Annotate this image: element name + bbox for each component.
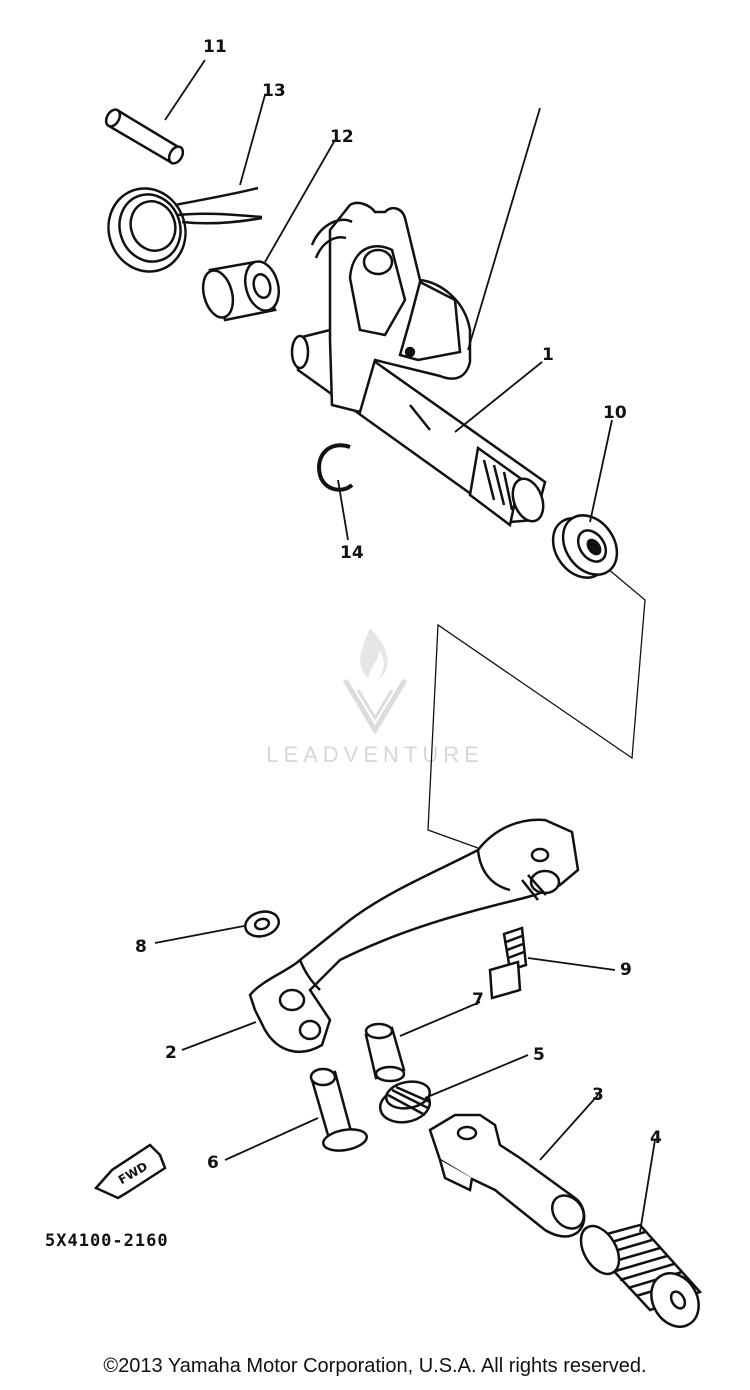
callout-3: 3 (592, 1085, 604, 1105)
part-8-washer (244, 910, 280, 938)
callout-1: 1 (542, 345, 554, 365)
callout-labels: 11 13 12 1 10 14 8 9 7 2 5 3 4 6 (135, 37, 662, 1173)
watermark-text: LEADVENTURE (266, 742, 484, 767)
watermark-logo-icon (342, 628, 408, 735)
part-1-shift-shaft (290, 201, 547, 528)
part-13-spring (107, 186, 263, 273)
part-12-collar (201, 260, 281, 322)
callout-8: 8 (135, 937, 147, 957)
diagram-part-number: 5X4100-2160 (45, 1231, 169, 1251)
callout-5: 5 (533, 1045, 545, 1065)
callout-7: 7 (472, 990, 484, 1010)
callout-9: 9 (620, 960, 632, 980)
callout-2: 2 (165, 1043, 177, 1063)
part-4-rubber-peg (579, 1223, 703, 1328)
callout-6: 6 (207, 1153, 219, 1173)
forward-direction-arrow-icon: FWD (93, 1143, 167, 1200)
callout-10: 10 (603, 403, 627, 423)
part-9-bolt (488, 926, 528, 1000)
watermark: LEADVENTURE (266, 628, 484, 767)
part-7-collar (364, 1022, 406, 1083)
guide-lines (427, 567, 646, 849)
leader-lines (154, 59, 656, 1233)
part-14-circlip (317, 443, 354, 492)
callout-14: 14 (340, 543, 364, 563)
callout-4: 4 (650, 1128, 662, 1148)
part-3-pedal-arm (428, 1113, 586, 1238)
part-6-pivot-pin (309, 1067, 368, 1152)
callout-12: 12 (330, 127, 354, 147)
part-5-spring (378, 1080, 432, 1124)
part-2-shift-pedal (248, 818, 580, 1054)
callout-11: 11 (203, 37, 227, 57)
part-10-oil-seal (551, 514, 619, 579)
part-11-pin (104, 108, 185, 165)
callout-13: 13 (262, 81, 286, 101)
copyright-notice: ©2013 Yamaha Motor Corporation, U.S.A. A… (103, 1355, 647, 1377)
